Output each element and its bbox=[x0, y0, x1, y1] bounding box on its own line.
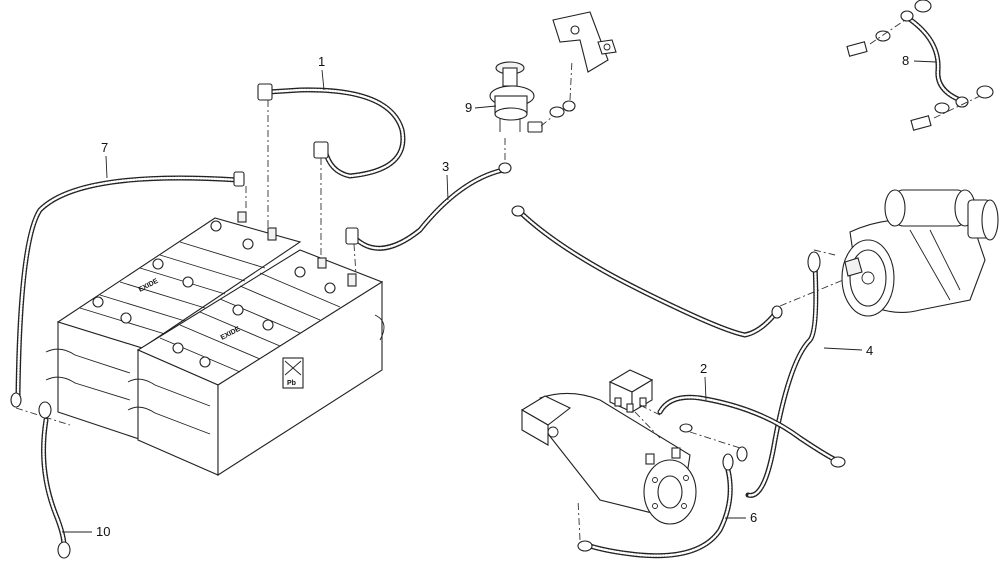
battery-switch-9 bbox=[489, 59, 576, 133]
battery-right: Pb EXIDE bbox=[127, 249, 385, 477]
callout-2: 2 bbox=[700, 361, 707, 401]
cable-7 bbox=[10, 171, 247, 426]
callout-label-3: 3 bbox=[442, 159, 449, 174]
callout-label-1: 1 bbox=[318, 54, 325, 69]
callout-label-7: 7 bbox=[101, 140, 108, 155]
callout-9: 9 bbox=[465, 100, 497, 115]
cable-1 bbox=[257, 83, 406, 258]
callout-label-4: 4 bbox=[866, 343, 873, 358]
callout-8: 8 bbox=[902, 53, 937, 68]
ground-strap-10 bbox=[38, 401, 71, 559]
battery-left: EXIDE bbox=[45, 211, 302, 441]
callout-label-8: 8 bbox=[902, 53, 909, 68]
callout-label-10: 10 bbox=[96, 524, 110, 539]
ground-strap-8 bbox=[846, 0, 994, 131]
callout-4: 4 bbox=[823, 343, 873, 358]
callout-1: 1 bbox=[318, 54, 325, 91]
callout-3: 3 bbox=[442, 159, 449, 201]
callout-6: 6 bbox=[725, 510, 757, 525]
switch-bracket bbox=[552, 11, 617, 73]
starter-motor bbox=[841, 189, 999, 317]
callout-label-6: 6 bbox=[750, 510, 757, 525]
callout-label-2: 2 bbox=[700, 361, 707, 376]
callout-10: 10 bbox=[62, 524, 110, 539]
recycle-symbol-box bbox=[282, 357, 304, 389]
alternator bbox=[520, 392, 697, 525]
cable-4 bbox=[745, 249, 836, 498]
cable-3 bbox=[345, 135, 512, 276]
cable-long bbox=[511, 205, 849, 338]
relay-block bbox=[608, 369, 661, 439]
callout-7: 7 bbox=[101, 140, 108, 179]
recycle-label: Pb bbox=[287, 380, 296, 387]
callout-label-9: 9 bbox=[465, 100, 472, 115]
cable-2 bbox=[639, 394, 846, 468]
cable-6 bbox=[577, 453, 734, 559]
